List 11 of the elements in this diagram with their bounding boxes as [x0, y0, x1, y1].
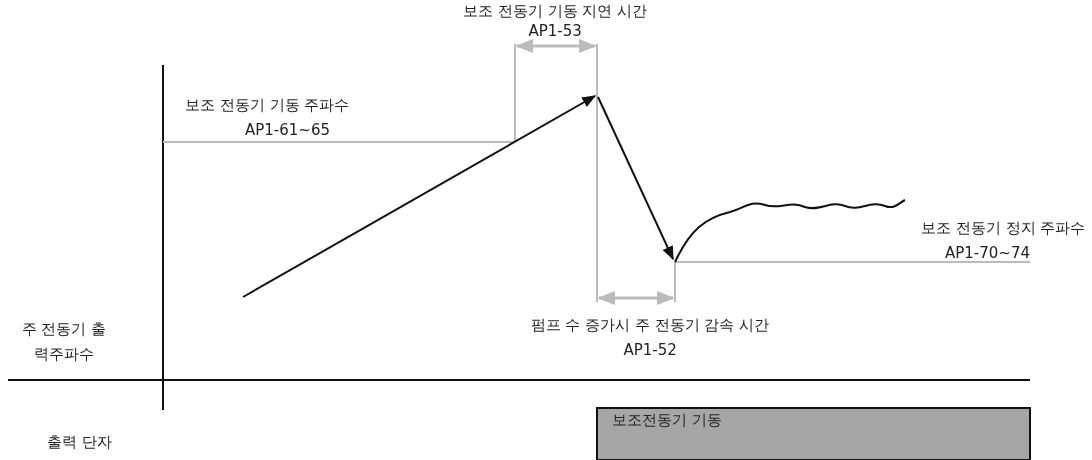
axis-label: 주 전동기 출력주파수: [20, 319, 108, 365]
parameter-label: 보조 전동기 기동 주파수: [185, 95, 350, 115]
parameter-code: AP1-61~65: [245, 120, 330, 140]
parameter-label: 보조 전동기 정지 주파수: [921, 218, 1086, 238]
parameter-code: AP1-52: [623, 340, 677, 360]
axis-label: 출력 단자: [47, 432, 112, 452]
parameter-label: 펌프 수 증가시 주 전동기 감속 시간: [530, 315, 770, 335]
parameter-code: AP1-53: [528, 21, 582, 41]
parameter-code: AP1-70~74: [945, 243, 1030, 263]
parameter-label: 보조 전동기 기동 지연 시간: [463, 1, 648, 21]
signal-label: 보조전동기 기동: [612, 410, 722, 430]
